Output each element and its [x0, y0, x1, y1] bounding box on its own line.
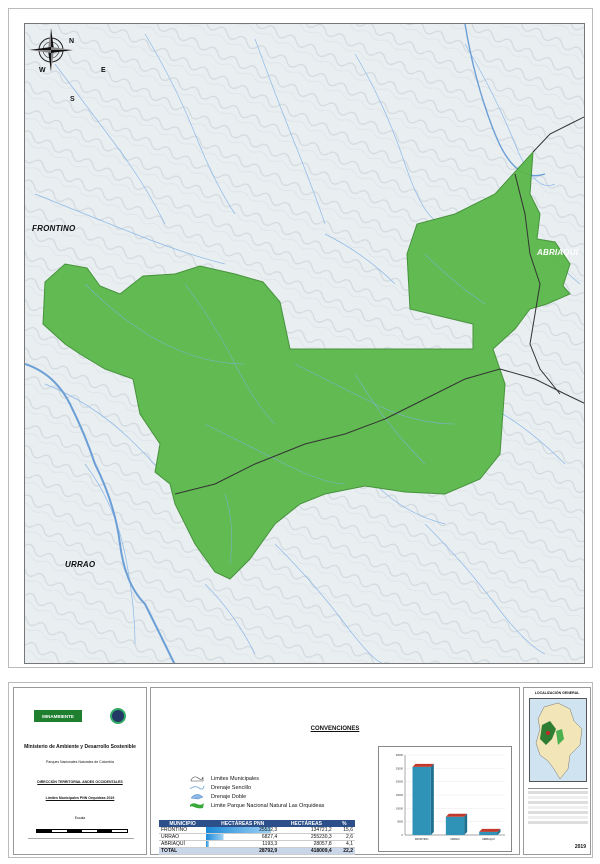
scale-label: Escala	[74, 816, 86, 820]
chart-category-label: URRAO	[450, 837, 459, 841]
table-cell-ha: 28057,8	[279, 840, 334, 848]
table-cell-municipio: FRONTINO	[159, 827, 207, 834]
chart-bar	[479, 831, 498, 835]
map-title: Límites Municipales PNN Orquídeas 2019	[45, 796, 115, 800]
minambiente-logo: MINAMBIENTE	[34, 710, 82, 722]
col-ha: HECTÁREAS	[279, 820, 334, 827]
table-cell-municipio: ABRIAQUÍ	[159, 840, 207, 848]
table-cell-ha: 255230,3	[279, 833, 334, 841]
legend-item-single-drain: Drenaje Sencillo	[189, 783, 324, 792]
map-year: 2019	[574, 844, 586, 850]
double-drainage-river	[25, 363, 176, 663]
double-drain-icon	[190, 794, 204, 800]
table-cell-pnn: 6827,4	[206, 833, 280, 841]
chart-category-label: FRONTINO	[415, 837, 429, 841]
park-drainage	[84, 253, 486, 565]
map-frame: N S W E FRONTINO ABRIAQUÍ URRAO	[8, 8, 593, 668]
conventions-title: CONVENCIONES	[310, 726, 360, 732]
reference-block	[528, 788, 588, 824]
agency-name: Parques Nacionales Naturales de Colombia	[46, 760, 114, 764]
legend-item-park: Limite Parque Nacional Natural Las Orqui…	[189, 801, 324, 810]
fine-print	[28, 838, 134, 850]
legend-list: Limites Municipales Drenaje Sencillo Dre…	[189, 774, 324, 810]
table-total-pct: 22,2	[333, 847, 355, 855]
chart-bar-top	[479, 828, 501, 832]
institution-panel: MINAMBIENTE Ministerio de Ambiente y Des…	[13, 687, 147, 855]
label-urrao: URRAO	[65, 560, 96, 569]
direction-name: DIRECCIÓN TERRITORIAL ANDES OCCIDENTALES	[37, 780, 123, 784]
park-polygon	[42, 150, 571, 580]
table-total-municipio: TOTAL	[159, 847, 207, 855]
chart-ytick-label: 15000	[396, 793, 404, 797]
boundary-icon	[190, 776, 204, 782]
table-cell-ha: 134721,2	[279, 827, 334, 834]
legend-item-boundary: Limites Municipales	[189, 774, 324, 783]
hectares-table: MUNICIPIO HECTÁREAS PNN HECTÁREAS % FRON…	[159, 820, 355, 855]
chart-bar	[412, 766, 431, 835]
legend-label: Limites Municipales	[211, 775, 259, 782]
single-drainage	[34, 33, 581, 663]
compass-w: W	[39, 67, 46, 74]
colombia-map-icon	[535, 702, 583, 780]
table-total-ha: 418009,4	[279, 847, 334, 855]
legend-label: Drenaje Doble	[211, 793, 247, 800]
table-cell-pct: 4,1	[333, 840, 355, 848]
chart-bar	[445, 816, 465, 835]
map-svg	[25, 24, 584, 663]
col-pnn: HECTÁREAS PNN	[206, 820, 280, 827]
chart-bar-side	[497, 828, 501, 835]
single-drain-icon	[189, 785, 205, 790]
map-canvas[interactable]: N S W E FRONTINO ABRIAQUÍ URRAO	[24, 23, 585, 664]
table-cell-pct: 15,6	[333, 827, 355, 834]
table-total-pnn: 28792,9	[206, 847, 280, 855]
chart-bar-side	[464, 813, 468, 835]
compass-icon	[29, 28, 73, 72]
compass-e: E	[101, 67, 106, 74]
label-frontino: FRONTINO	[32, 224, 76, 233]
chart-ytick-label: 30000	[396, 753, 404, 757]
location-map	[529, 698, 587, 782]
legend-frame: MINAMBIENTE Ministerio de Ambiente y Des…	[8, 682, 593, 858]
pnn-logo-icon	[110, 708, 126, 724]
chart-bar-top	[445, 813, 468, 817]
location-panel: LOCALIZACIÓN GENERAL 2019	[523, 687, 591, 855]
scale-bar	[36, 829, 128, 833]
compass-n: N	[69, 38, 75, 45]
chart-ytick-label: 25000	[396, 766, 404, 770]
park-icon	[190, 803, 204, 809]
col-pct: %	[333, 820, 355, 827]
table-cell-pnn: 25532,3	[206, 827, 280, 834]
chart-bar-top	[412, 763, 434, 767]
conventions-panel: CONVENCIONES Limites Municipales Drenaje…	[150, 687, 520, 855]
table-cell-pct: 2,6	[333, 833, 355, 841]
compass-s: S	[70, 96, 75, 103]
legend-label: Limite Parque Nacional Natural Las Orqui…	[211, 802, 325, 809]
table-cell-municipio: URRAO	[159, 833, 207, 841]
ministry-name: Ministerio de Ambiente y Desarrollo Sost…	[24, 744, 136, 750]
legend-item-double-drain: Drenaje Doble	[189, 792, 324, 801]
table-cell-pnn: 1193,3	[206, 840, 280, 848]
chart-ytick-label: 20000	[396, 780, 404, 784]
chart-ytick-label: 0	[402, 833, 404, 837]
col-municipio: MUNICIPIO	[159, 820, 207, 827]
location-title: LOCALIZACIÓN GENERAL	[534, 691, 580, 695]
legend-label: Drenaje Sencillo	[211, 784, 252, 791]
municipal-boundaries	[174, 116, 584, 495]
chart-ytick-label: 5000	[397, 820, 403, 824]
chart-ytick-label: 10000	[396, 806, 404, 810]
chart-bar-side	[430, 763, 434, 835]
label-abriaqui: ABRIAQUÍ	[537, 248, 579, 257]
chart-category-label: ABRIAQUÍ	[482, 837, 495, 841]
